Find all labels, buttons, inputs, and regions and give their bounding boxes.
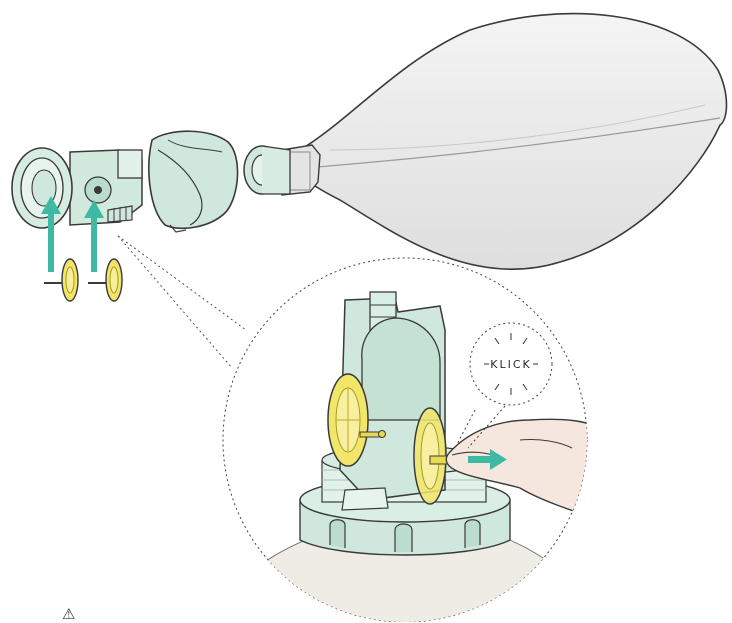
valve-housing: [12, 148, 142, 228]
klick-label: KLICK: [490, 358, 531, 371]
dome-cap: [149, 131, 238, 232]
reservoir-bag: [300, 14, 727, 270]
warning-icon: ⚠: [62, 606, 75, 622]
zoom-detail: [220, 258, 600, 622]
zoom-guide-line: [118, 236, 246, 330]
zoom-guide-line: [118, 236, 232, 368]
bag-port-ring: [244, 146, 290, 194]
